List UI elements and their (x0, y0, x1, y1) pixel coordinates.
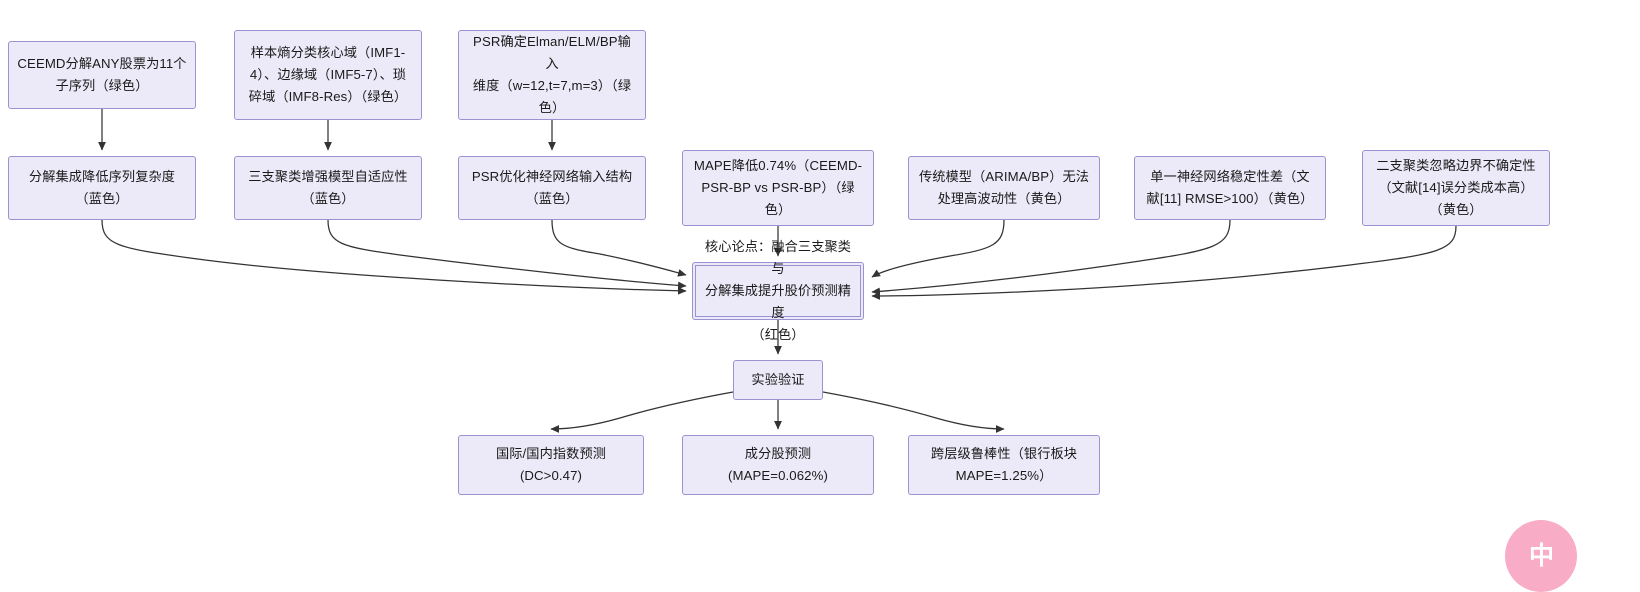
edge-n5-core (327, 219, 687, 290)
node-ceemd-decomposition[interactable]: CEEMD分解ANY股票为11个 子序列（绿色） (8, 41, 196, 109)
edge-n11-n12 (550, 391, 734, 433)
node-cross-level-robustness[interactable]: 跨层级鲁棒性（银行板块 MAPE=1.25%） (908, 435, 1100, 495)
node-label: 二支聚类忽略边界不确定性 （文献[14]误分类成本高） （黄色） (1376, 158, 1536, 217)
node-mape-reduction[interactable]: MAPE降低0.74%（CEEMD- PSR-BP vs PSR-BP）（绿 色… (682, 150, 874, 226)
edge-n9-core (871, 219, 1231, 296)
node-label: 样本熵分类核心域（IMF1- 4）、边缘域（IMF5-7）、琐 碎域（IMF8-… (248, 45, 408, 104)
node-core-thesis[interactable]: 核心论点：融合三支聚类与 分解集成提升股价预测精度 （红色） (692, 239, 864, 342)
edge-n11-n14 (822, 391, 1005, 433)
edge-n8-core (871, 219, 1005, 278)
node-label: 核心论点：融合三支聚类与 分解集成提升股价预测精度 （红色） (704, 239, 852, 342)
node-label: 跨层级鲁棒性（银行板块 MAPE=1.25%） (930, 446, 1078, 483)
watermark-text: 中 (1528, 542, 1554, 570)
node-label: PSR确定Elman/ELM/BP输入 维度（w=12,t=7,m=3）（绿 色… (472, 34, 632, 115)
node-constituent-stock-forecast[interactable]: 成分股预测 (MAPE=0.062%) (682, 435, 874, 495)
node-label: 实验验证 (751, 372, 805, 387)
node-single-network-instability[interactable]: 单一神经网络稳定性差（文 献[11] RMSE>100）（黄色） (1134, 156, 1326, 220)
edge-n4-core (101, 219, 687, 295)
node-index-forecast[interactable]: 国际/国内指数预测 (DC>0.47) (458, 435, 644, 495)
node-traditional-model-limitation[interactable]: 传统模型（ARIMA/BP）无法 处理高波动性（黄色） (908, 156, 1100, 220)
node-experimental-validation[interactable]: 实验验证 (733, 360, 823, 400)
node-label: 国际/国内指数预测 (DC>0.47) (495, 446, 607, 483)
node-label: MAPE降低0.74%（CEEMD- PSR-BP vs PSR-BP）（绿 色… (693, 158, 863, 217)
node-three-way-clustering-adaptivity[interactable]: 三支聚类增强模型自适应性 （蓝色） (234, 156, 422, 220)
edge-n6-core (551, 219, 687, 277)
node-sample-entropy-classification[interactable]: 样本熵分类核心域（IMF1- 4）、边缘域（IMF5-7）、琐 碎域（IMF8-… (234, 30, 422, 120)
flowchart-canvas: CEEMD分解ANY股票为11个 子序列（绿色） 样本熵分类核心域（IMF1- … (8, 30, 1577, 592)
node-label: PSR优化神经网络输入结构 （蓝色） (471, 169, 633, 206)
node-label: 分解集成降低序列复杂度 （蓝色） (28, 169, 176, 206)
node-label: 传统模型（ARIMA/BP）无法 处理高波动性（黄色） (918, 169, 1090, 206)
node-decomposition-reduces-complexity[interactable]: 分解集成降低序列复杂度 （蓝色） (8, 156, 196, 220)
node-label: 三支聚类增强模型自适应性 （蓝色） (248, 169, 408, 206)
node-label: 成分股预测 (MAPE=0.062%) (728, 446, 828, 483)
watermark-badge: 中 (1505, 520, 1577, 592)
node-two-way-clustering-limitation[interactable]: 二支聚类忽略边界不确定性 （文献[14]误分类成本高） （黄色） (1362, 150, 1550, 226)
edge-n10-core (871, 225, 1457, 300)
node-psr-optimizes-network-input[interactable]: PSR优化神经网络输入结构 （蓝色） (458, 156, 646, 220)
node-label: CEEMD分解ANY股票为11个 子序列（绿色） (17, 56, 187, 93)
node-psr-input-dimension[interactable]: PSR确定Elman/ELM/BP输入 维度（w=12,t=7,m=3）（绿 色… (458, 30, 646, 120)
node-label: 单一神经网络稳定性差（文 献[11] RMSE>100）（黄色） (1146, 169, 1314, 206)
